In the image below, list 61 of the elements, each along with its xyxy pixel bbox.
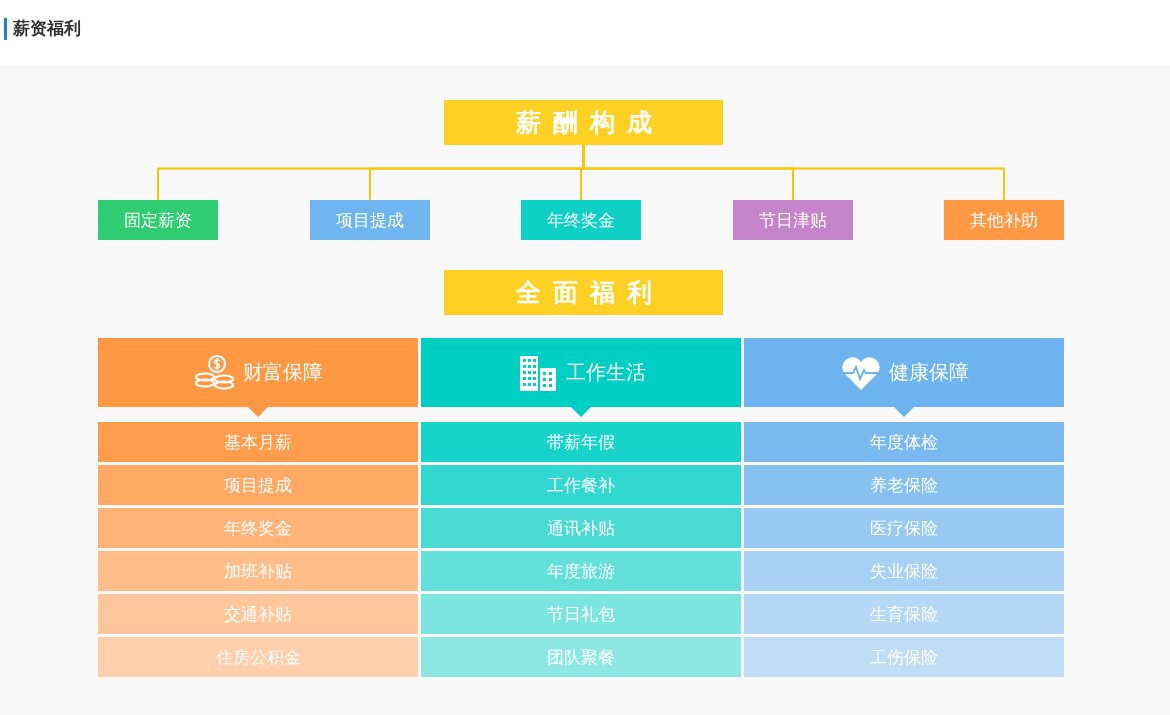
pointer-arrow xyxy=(571,407,591,417)
pointer-arrow xyxy=(894,407,914,417)
item-label: 年度旅游 xyxy=(547,560,615,583)
item-label: 住房公积金 xyxy=(215,646,301,669)
item-label: 工作餐补 xyxy=(547,474,615,497)
item-label: 养老保险 xyxy=(870,474,938,497)
item-label: 项目提成 xyxy=(224,474,292,497)
benefit-row xyxy=(744,637,1064,677)
item-label: 项目提成 xyxy=(336,209,404,232)
benefit-row xyxy=(744,551,1064,591)
item-label: 年终奖金 xyxy=(224,517,292,540)
item-label: 工伤保险 xyxy=(870,646,938,669)
item-label: 年度体检 xyxy=(870,431,938,454)
banner-box xyxy=(444,270,723,315)
category-box xyxy=(310,200,430,240)
benefit-row xyxy=(744,465,1064,505)
item-label: 年终奖金 xyxy=(547,209,615,232)
category-box xyxy=(521,200,641,240)
item-label: 节日礼包 xyxy=(547,603,615,626)
item-label: 固定薪资 xyxy=(124,209,192,232)
benefit-row xyxy=(421,422,741,462)
column-header xyxy=(98,338,418,407)
item-label: 交通补贴 xyxy=(224,603,292,626)
column-header xyxy=(744,338,1064,407)
benefit-row xyxy=(744,508,1064,548)
column-title: 工作生活 xyxy=(566,360,646,385)
benefit-row xyxy=(421,594,741,634)
item-label: 加班补贴 xyxy=(224,560,292,583)
item-label: 节日津贴 xyxy=(759,209,827,232)
benefit-row xyxy=(98,594,418,634)
banner-title: 全面福利 xyxy=(515,277,664,308)
benefit-row xyxy=(421,465,741,505)
column-title: 财富保障 xyxy=(243,360,323,385)
category-box xyxy=(944,200,1064,240)
benefit-row xyxy=(744,594,1064,634)
benefit-row xyxy=(98,465,418,505)
banner-title: 薪酬构成 xyxy=(515,107,664,138)
item-label: 带薪年假 xyxy=(547,431,615,454)
benefit-row xyxy=(744,422,1064,462)
page-title: 薪资福利 xyxy=(4,18,81,40)
item-label: 基本月薪 xyxy=(224,431,292,454)
pointer-arrow xyxy=(248,407,268,417)
benefit-row xyxy=(421,637,741,677)
item-label: 医疗保险 xyxy=(870,517,938,540)
benefit-row xyxy=(421,551,741,591)
item-label: 失业保险 xyxy=(870,560,938,583)
benefit-row xyxy=(98,551,418,591)
category-box xyxy=(733,200,853,240)
banner-box xyxy=(444,100,723,145)
connector-line xyxy=(582,144,1005,201)
benefit-row xyxy=(98,637,418,677)
item-label: 生育保险 xyxy=(870,603,938,626)
benefit-row xyxy=(98,422,418,462)
benefit-row xyxy=(98,508,418,548)
category-box xyxy=(98,200,218,240)
column-title: 健康保障 xyxy=(889,360,969,385)
item-label: 其他补助 xyxy=(970,209,1038,232)
column-header xyxy=(421,338,741,407)
benefit-row xyxy=(421,508,741,548)
item-label: 团队聚餐 xyxy=(547,646,615,669)
item-label: 通讯补贴 xyxy=(547,517,615,540)
